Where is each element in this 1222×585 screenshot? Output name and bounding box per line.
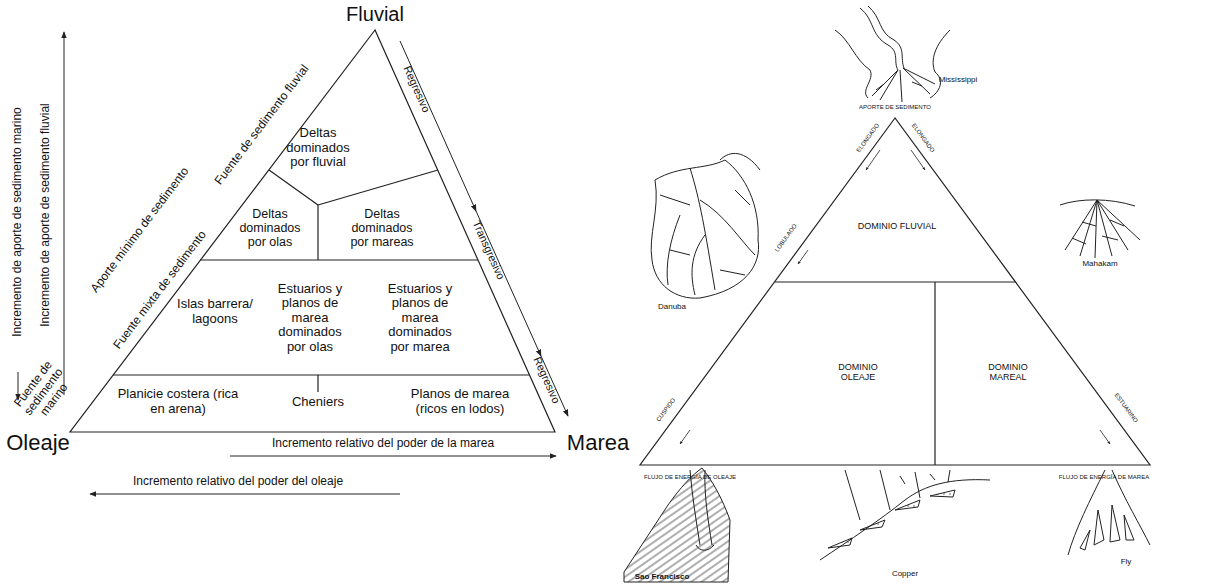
axis-label: Incremento relativo del poder del oleaje [133, 475, 343, 488]
axis-label: FLUJO DE ENERGÍA DE OLEAJE [644, 474, 736, 481]
axis-label: Oleaje [6, 431, 70, 455]
region-label-box: Deltas dominados por fluvial [277, 126, 359, 170]
fly-sketch [1068, 470, 1150, 555]
axis-label: Fluvial [346, 3, 404, 25]
axis-arrows [18, 32, 568, 494]
region-label-box: Planos de marea (ricos en lodos) [401, 387, 519, 416]
axis-label: Copper [892, 570, 918, 579]
region-label-box: Deltas dominados por mareas [346, 207, 418, 249]
axis-label: Fly [1121, 558, 1132, 567]
edge-ticks [680, 150, 1110, 444]
region-text: DOMINIO MAREAL [972, 362, 1044, 382]
region-text: Deltas dominados por mareas [346, 207, 418, 249]
axis-label: Incremento de aporte de sedimento marino [11, 107, 24, 336]
sao-francisco-sketch [624, 468, 730, 582]
copper-sketch [820, 470, 990, 560]
axis-label: Marea [567, 431, 629, 455]
region-text: Deltas dominados por fluvial [277, 126, 359, 170]
mississippi-sketch [835, 6, 950, 102]
region-text: Estuarios y planos de marea dominados po… [378, 282, 462, 355]
region-text: Cheniers [283, 395, 353, 410]
region-text: Planicie costera (rica en arena) [114, 387, 242, 416]
axis-label: ELONGADO [855, 122, 880, 153]
region-label-box: Estuarios y planos de marea dominados po… [378, 282, 462, 355]
axis-label: Fuente de sedimento marino [8, 354, 79, 430]
danube-sketch [651, 153, 760, 298]
region-text: Estuarios y planos de marea dominados po… [270, 282, 350, 355]
axis-label: Sao Francisco [635, 573, 690, 582]
region-text: DOMINIO OLEAJE [822, 362, 894, 382]
region-label-box: Planicie costera (rica en arena) [114, 387, 242, 416]
ternary-left [70, 30, 555, 432]
region-label-box: DOMINIO FLUVIAL [857, 221, 937, 231]
region-text: Planos de marea (ricos en lodos) [401, 387, 519, 416]
mahakam-sketch [1060, 200, 1140, 258]
region-label-box: Deltas dominados por olas [237, 207, 303, 249]
region-label-box: Islas barrera/ lagoons [176, 297, 254, 326]
axis-label: APORTE DE SEDIMENTO [859, 104, 931, 111]
axis-label: Transgresivo [471, 219, 508, 282]
region-text: DOMINIO FLUVIAL [857, 221, 937, 231]
axis-label: ELONGADO [910, 122, 935, 153]
axis-label: Danuba [658, 303, 686, 312]
axis-label: Mahakam [1082, 260, 1117, 269]
region-label-box: Estuarios y planos de marea dominados po… [270, 282, 350, 355]
region-label-box: Cheniers [283, 395, 353, 410]
region-label-box: DOMINIO MAREAL [972, 362, 1044, 382]
region-text: Deltas dominados por olas [237, 207, 303, 249]
axis-label: LOBULADO [774, 223, 799, 253]
ternary-right [640, 118, 1150, 465]
region-label-box: DOMINIO OLEAJE [822, 362, 894, 382]
axis-label: FLUJO DE ENERGÍA DE MAREA [1059, 474, 1149, 481]
axis-label: Incremento de aporte de sedimento fluvia… [39, 103, 52, 326]
axis-label: Regresivo [401, 64, 432, 114]
axis-label: Incremento relativo del poder de la mare… [272, 437, 494, 450]
region-text: Islas barrera/ lagoons [176, 297, 254, 326]
axis-label: Mississippi [939, 76, 978, 85]
axis-label: Regresivo [531, 355, 562, 405]
